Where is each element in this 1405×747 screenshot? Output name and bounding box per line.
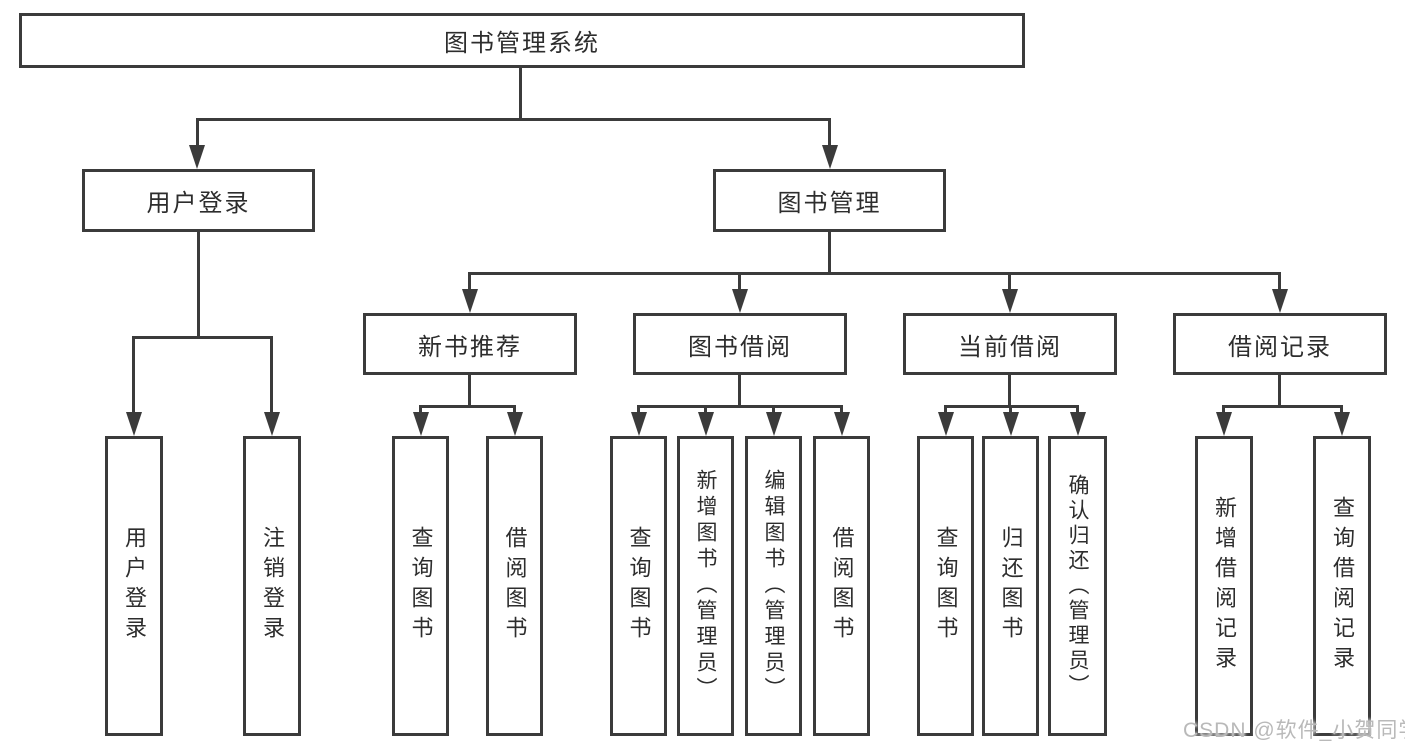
leaf-re-query-record-label: 查询借阅记录 — [1330, 496, 1355, 676]
connector-stem-bw-leaf3 — [772, 405, 775, 415]
leaf-bw-borrow-book-label: 借阅图书 — [829, 526, 855, 646]
arrow-into-newbook — [462, 289, 478, 313]
node-borrow-records: 借阅记录 — [1173, 313, 1387, 375]
leaf-logout-label: 注销登录 — [260, 526, 285, 646]
connector-stem-cu-leaf1 — [944, 405, 947, 415]
arrow-into-cu-leaf2 — [1003, 412, 1019, 436]
leaf-bw-add-book: 新增图书（管理员） — [677, 436, 734, 736]
node-book-borrow-label: 图书借阅 — [688, 333, 792, 361]
leaf-user-login: 用户登录 — [105, 436, 163, 736]
connector-mgmt-vline — [828, 232, 831, 272]
node-current-borrow-label: 当前借阅 — [958, 333, 1062, 361]
arrow-into-bw-leaf1 — [631, 412, 647, 436]
connector-stem-nb-leaf2 — [513, 405, 516, 415]
leaf-cu-confirm-return-label: 确认归还（管理员） — [1066, 473, 1089, 699]
node-current-borrow: 当前借阅 — [903, 313, 1117, 375]
connector-login-hline — [132, 336, 273, 339]
arrow-into-records — [1272, 289, 1288, 313]
leaf-cu-return-book-label: 归还图书 — [998, 526, 1024, 646]
leaf-bw-add-book-label: 新增图书（管理员） — [694, 469, 717, 703]
leaf-cu-return-book: 归还图书 — [982, 436, 1039, 736]
connector-stem-records — [1278, 272, 1281, 291]
connector-currentborrow-vline — [1008, 375, 1011, 405]
arrow-into-bw-leaf4 — [834, 412, 850, 436]
node-user-login: 用户登录 — [82, 169, 315, 232]
connector-stem-login-leaf1 — [132, 336, 135, 414]
connector-stem-user-login — [196, 118, 199, 147]
arrow-into-currentborrow — [1002, 289, 1018, 313]
connector-stem-nb-leaf1 — [419, 405, 422, 415]
arrow-into-nb-leaf2 — [507, 412, 523, 436]
connector-stem-book-mgmt — [828, 118, 831, 147]
leaf-cu-confirm-return: 确认归还（管理员） — [1048, 436, 1107, 736]
leaf-re-add-record: 新增借阅记录 — [1195, 436, 1253, 736]
connector-mgmt-hline — [468, 272, 1281, 275]
arrow-into-cu-leaf3 — [1070, 412, 1086, 436]
leaf-nb-borrow-book-label: 借阅图书 — [502, 526, 528, 646]
arrow-into-book-mgmt — [822, 145, 838, 169]
connector-stem-newbook — [468, 272, 471, 291]
node-book-mgmt: 图书管理 — [713, 169, 946, 232]
connector-stem-bw-leaf4 — [840, 405, 843, 415]
arrow-into-cu-leaf1 — [938, 412, 954, 436]
leaf-nb-query-book: 查询图书 — [392, 436, 449, 736]
connector-stem-bw-leaf2 — [704, 405, 707, 415]
arrow-into-re-leaf2 — [1334, 412, 1350, 436]
connector-stem-cu-leaf3 — [1076, 405, 1079, 415]
connector-stem-re-leaf1 — [1222, 405, 1225, 415]
connector-bookborrow-vline — [738, 375, 741, 405]
connector-records-vline — [1278, 375, 1281, 406]
connector-root-vline — [519, 68, 522, 118]
csdn-watermark: CSDN @软件_小贺同学 — [1183, 719, 1405, 742]
connector-records-hline — [1222, 405, 1342, 408]
connector-stem-currentborrow — [1008, 272, 1011, 291]
leaf-nb-borrow-book: 借阅图书 — [486, 436, 543, 736]
node-newbook-recommend: 新书推荐 — [363, 313, 577, 375]
leaf-bw-query-book: 查询图书 — [610, 436, 667, 736]
leaf-logout: 注销登录 — [243, 436, 301, 736]
connector-stem-bw-leaf1 — [637, 405, 640, 415]
leaf-nb-query-book-label: 查询图书 — [408, 526, 434, 646]
leaf-bw-edit-book: 编辑图书（管理员） — [745, 436, 802, 736]
node-book-borrow: 图书借阅 — [633, 313, 847, 375]
connector-newbook-vline — [468, 375, 471, 405]
connector-stem-re-leaf2 — [1340, 405, 1343, 415]
node-book-mgmt-label: 图书管理 — [777, 190, 882, 217]
leaf-user-login-label: 用户登录 — [122, 526, 147, 646]
arrow-into-bw-leaf2 — [698, 412, 714, 436]
connector-login-vline — [197, 232, 200, 336]
node-newbook-label: 新书推荐 — [418, 333, 522, 361]
node-root-label: 图书管理系统 — [444, 30, 600, 57]
leaf-cu-query-book: 查询图书 — [917, 436, 974, 736]
node-borrow-records-label: 借阅记录 — [1228, 333, 1332, 361]
leaf-bw-borrow-book: 借阅图书 — [813, 436, 870, 736]
arrow-into-re-leaf1 — [1216, 412, 1232, 436]
arrow-into-bw-leaf3 — [766, 412, 782, 436]
connector-newbook-hline — [419, 405, 516, 408]
arrow-into-login-leaf1 — [126, 412, 142, 436]
node-user-login-label: 用户登录 — [146, 190, 251, 217]
node-root-system: 图书管理系统 — [19, 13, 1025, 68]
arrow-into-login-leaf2 — [264, 412, 280, 436]
arrow-into-nb-leaf1 — [413, 412, 429, 436]
arrow-into-user-login — [189, 145, 205, 169]
connector-bookborrow-hline — [637, 405, 842, 408]
leaf-cu-query-book-label: 查询图书 — [933, 526, 959, 646]
leaf-re-query-record: 查询借阅记录 — [1313, 436, 1371, 736]
leaf-bw-edit-book-label: 编辑图书（管理员） — [762, 469, 785, 703]
connector-stem-login-leaf2 — [270, 336, 273, 414]
connector-stem-cu-leaf2 — [1009, 405, 1012, 415]
connector-root-hline — [196, 118, 831, 121]
leaf-re-add-record-label: 新增借阅记录 — [1212, 496, 1237, 676]
arrow-into-bookborrow — [732, 289, 748, 313]
leaf-bw-query-book-label: 查询图书 — [626, 526, 652, 646]
connector-stem-bookborrow — [738, 272, 741, 291]
